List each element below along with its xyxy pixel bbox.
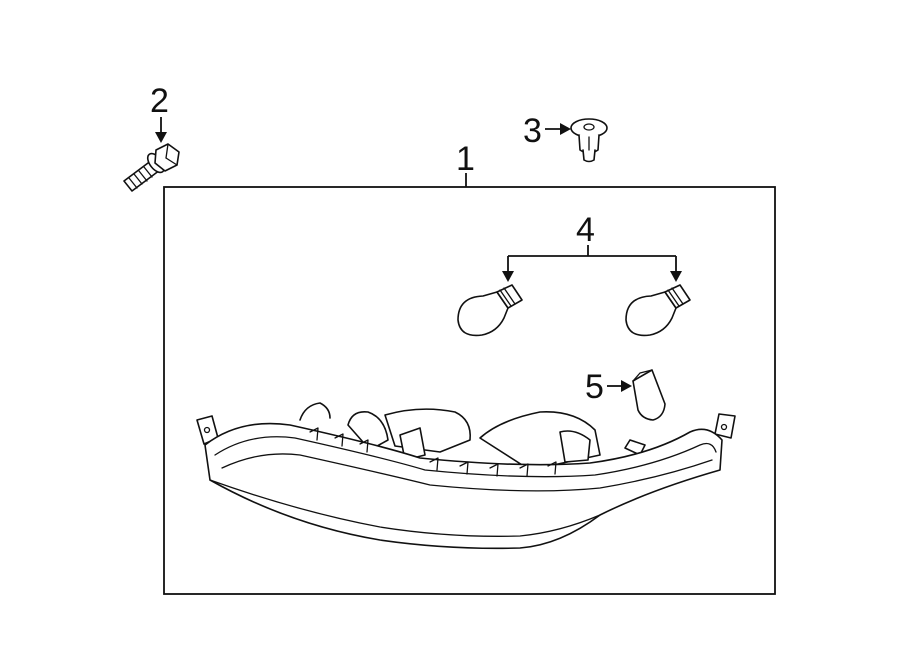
callout-3: 3	[523, 112, 542, 150]
callout-2: 2	[150, 82, 169, 120]
bolt-icon	[123, 143, 180, 192]
bulb-icon	[625, 284, 691, 337]
callout-4: 4	[576, 211, 595, 249]
assembly-frame	[163, 186, 776, 595]
reflector-fins	[309, 427, 557, 477]
callout-2-arrow	[155, 117, 167, 143]
callout-4-bracket	[502, 245, 682, 282]
push-clip-icon	[570, 118, 608, 163]
callout-5: 5	[585, 368, 604, 406]
lamp-assembly	[196, 402, 736, 550]
callout-5-arrow	[607, 380, 632, 392]
wedge-bulb-icon	[632, 369, 666, 421]
bulb-icon	[457, 284, 523, 337]
callout-1: 1	[456, 140, 475, 178]
callout-3-arrow	[545, 123, 571, 135]
